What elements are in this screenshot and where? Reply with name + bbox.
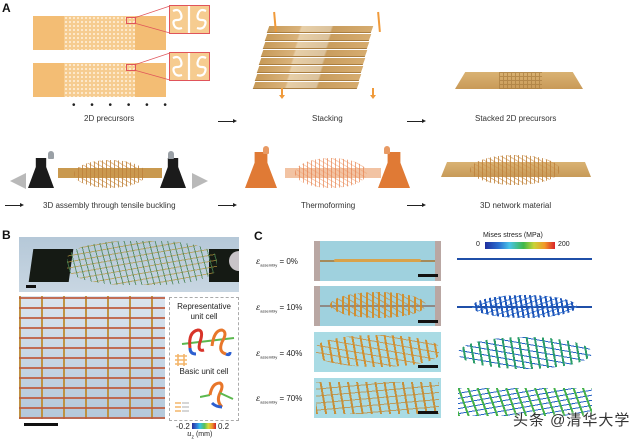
clamp-screw-icon [263,146,269,154]
inset-leader-lines-1 [134,5,170,34]
arrowhead-icon [370,95,376,99]
stacking-illustration [252,26,378,89]
flow-arrow [407,119,426,123]
uz-colorbar-max: 0.2 [218,422,230,431]
strain-label-0: εassembly = 0% [256,257,298,268]
precursor-strip-2 [33,63,166,97]
photo-assembled-network [19,237,239,292]
mises-colorbar-max: 200 [558,241,570,248]
mises-colorbar-min: 0 [476,241,480,248]
simulation-strain-0 [457,258,592,260]
caption-2d-precursors: 2D precursors [84,114,135,123]
mises-colorbar [485,242,555,249]
clamp-screw-icon [384,146,390,154]
photo-strain-0 [314,241,441,281]
3d-network-lattice [470,155,560,185]
representative-unit-cell-model [181,328,235,357]
photo-strain-70 [314,378,441,418]
panel-a-letter: A [2,1,11,15]
strain-label-70: εassembly = 70% [256,394,303,405]
caption-3d-assembly: 3D assembly through tensile buckling [43,201,176,210]
representative-serpentine-icon [175,354,187,366]
thermo-clamp-left [245,152,277,188]
clamp-screw-icon [48,151,54,159]
flow-arrow [218,203,237,207]
stacked-precursor-plate [455,72,583,89]
panel-b-letter: B [2,228,11,242]
unit-cell-box: Representative unit cell Basic unit cell [169,297,239,421]
flow-arrow [407,203,426,207]
caption-thermoforming: Thermoforming [301,201,356,210]
flow-arrow [5,203,24,207]
panel-c-letter: C [254,229,263,243]
stack-arrow-out-right [372,88,374,96]
flow-arrow [218,119,237,123]
representative-unit-cell-label: Representative unit cell [177,302,231,321]
inset-marker-2 [126,64,136,71]
caption-stacking: Stacking [312,114,343,123]
scale-bar [26,285,36,288]
inset-marker-1 [126,17,136,24]
buckled-lattice [74,160,146,188]
serpentine-inset-1 [169,5,210,34]
caption-3d-network-material: 3D network material [480,201,552,210]
simulation-strain-10 [472,295,577,318]
strain-label-40: εassembly = 40% [256,349,303,360]
photo-strain-10 [314,286,441,326]
serpentine-inset-2 [169,52,210,81]
mises-colorbar-title: Mises stress (MPa) [483,232,543,239]
arrowhead-icon [279,95,285,99]
stack-arrow-out-left [281,88,283,96]
watermark: 头条 @清华大学 [513,412,631,429]
clamp-left [28,158,54,188]
scale-bar [24,423,58,426]
clamp-screw-icon [168,151,174,159]
strain-label-10: εassembly = 10% [256,303,303,314]
thermo-lattice [295,158,367,188]
basic-unit-cell-model [200,381,234,409]
basic-serpentine-icon [175,402,189,412]
uz-colorbar [192,423,216,429]
continuation-dots: • • • • • • [72,100,173,111]
uz-colorbar-min: -0.2 [176,422,190,431]
caption-stacked-2d-precursors: Stacked 2D precursors [475,114,557,123]
simulation-strain-40 [458,337,592,369]
precursor-strip-1 [33,16,166,50]
simulation-strain-70 [458,388,592,416]
stretch-arrow-left [10,173,26,189]
inset-leader-lines-2 [134,52,170,81]
clamp-right [160,158,186,188]
thermo-clamp-right [378,152,410,188]
basic-unit-cell-label: Basic unit cell [179,367,229,376]
stretch-arrow-right [192,173,208,189]
uz-colorbar-label: uz (mm) [187,430,213,440]
photo-closeup-lattice [19,296,165,419]
photo-strain-40 [314,332,441,372]
